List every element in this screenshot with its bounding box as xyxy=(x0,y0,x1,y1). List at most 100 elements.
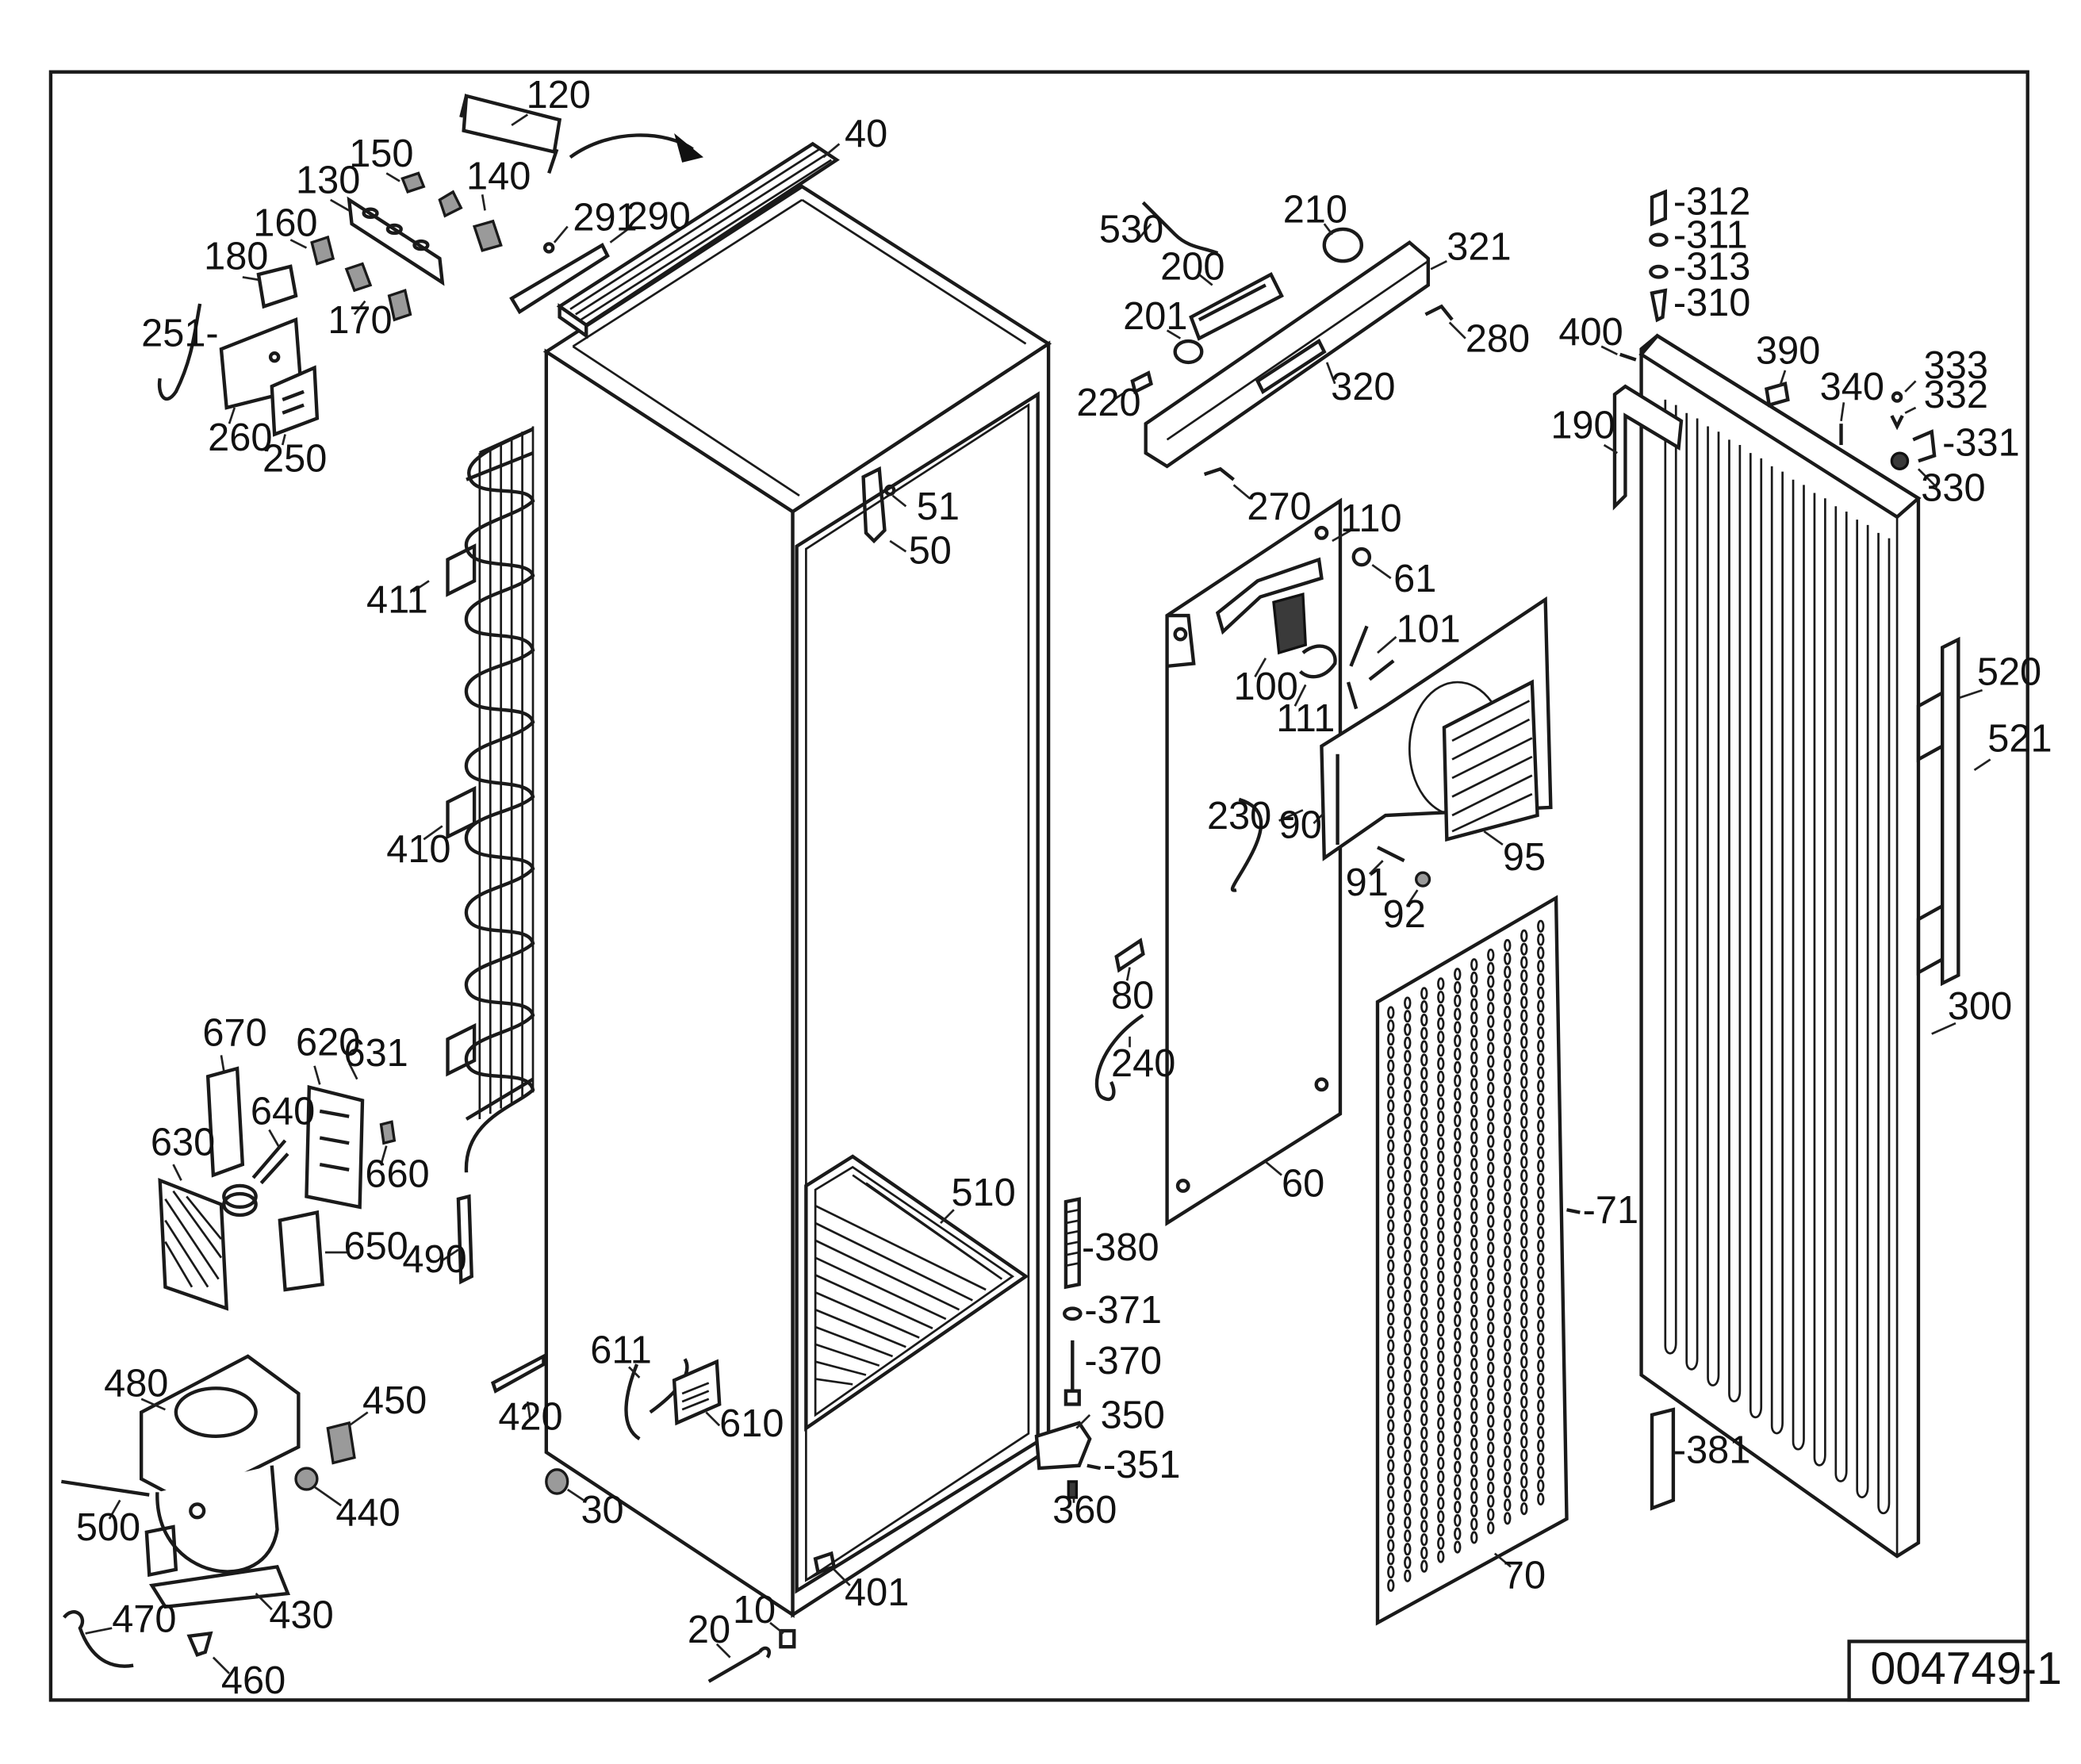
perforation-slot xyxy=(1504,1498,1512,1512)
perforation-slot xyxy=(1404,1369,1412,1382)
perforation-slot xyxy=(1387,1432,1395,1446)
perforation-slot xyxy=(1470,1104,1478,1118)
perforation-slot xyxy=(1387,1233,1395,1246)
label-313: -313 xyxy=(1673,246,1750,289)
perforation-slot xyxy=(1487,1055,1495,1068)
perforation-slot xyxy=(1487,1161,1495,1175)
perforation-slot xyxy=(1487,1241,1495,1255)
perforation-slot xyxy=(1404,1210,1412,1223)
perforation-slot xyxy=(1387,1259,1395,1272)
perforation-slot xyxy=(1454,1354,1462,1367)
perforation-slot xyxy=(1520,1115,1528,1129)
perforation-slot xyxy=(1454,1007,1462,1021)
label-400: 400 xyxy=(1558,311,1623,354)
perforation-slot xyxy=(1387,1445,1395,1459)
perforation-slot xyxy=(1454,994,1462,1007)
label-30: 30 xyxy=(581,1489,623,1532)
perforation-slot xyxy=(1470,1198,1478,1211)
label-411: 411 xyxy=(366,579,428,622)
perforation-slot xyxy=(1404,1569,1412,1582)
perforation-slot xyxy=(1404,1356,1412,1370)
perforation-slot xyxy=(1487,1441,1495,1455)
perforation-slot xyxy=(1454,1034,1462,1048)
perforation-slot xyxy=(1520,1475,1528,1489)
label-340: 340 xyxy=(1820,366,1884,408)
label-220: 220 xyxy=(1076,382,1140,424)
perforation-slot xyxy=(1454,1074,1462,1087)
perforation-slot xyxy=(1487,1481,1495,1495)
label-51: 51 xyxy=(917,485,960,528)
perforation-slot xyxy=(1537,986,1545,999)
perforation-slot xyxy=(1537,1199,1545,1213)
perforation-slot xyxy=(1387,1419,1395,1432)
perforation-slot xyxy=(1470,1490,1478,1505)
perforation-slot xyxy=(1537,1359,1545,1373)
perforation-slot xyxy=(1520,1489,1528,1502)
perforation-slot xyxy=(1387,1206,1395,1219)
perforation-slot xyxy=(1520,1395,1528,1409)
perforation-slot xyxy=(1537,1026,1545,1040)
perforation-slot xyxy=(1470,1411,1478,1425)
perforation-slot xyxy=(1470,1424,1478,1438)
perforation-slot xyxy=(1420,1293,1428,1306)
label-111: 111 xyxy=(1276,697,1335,740)
perforation-slot xyxy=(1537,999,1545,1013)
perforation-slot xyxy=(1420,1346,1428,1360)
perforation-slot xyxy=(1454,1313,1462,1328)
label-80: 80 xyxy=(1111,975,1154,1018)
perforation-slot xyxy=(1504,1072,1512,1085)
perforation-slot xyxy=(1504,1259,1512,1272)
label-521: 521 xyxy=(1987,717,2052,760)
label-311: -311 xyxy=(1673,213,1748,256)
perforation-slot xyxy=(1387,1059,1395,1072)
perforation-slot xyxy=(1470,1464,1478,1478)
perforation-slot xyxy=(1387,1512,1395,1525)
perforation-slot xyxy=(1537,1293,1545,1306)
perforation-slot xyxy=(1487,1521,1495,1535)
perforation-slot xyxy=(1470,1344,1478,1358)
label-100: 100 xyxy=(1234,665,1298,708)
panel-perforation xyxy=(1387,919,1545,1592)
perforation-slot xyxy=(1470,1504,1478,1517)
perforation-slot xyxy=(1387,1086,1395,1099)
perforation-slot xyxy=(1454,968,1462,981)
perforation-slot xyxy=(1454,1087,1462,1101)
label-190: 190 xyxy=(1550,405,1615,447)
perforation-slot xyxy=(1487,975,1495,988)
perforation-slot xyxy=(1404,1196,1412,1210)
perforation-slot xyxy=(1504,1152,1512,1165)
perforation-slot xyxy=(1387,1139,1395,1152)
perforation-slot xyxy=(1404,1516,1412,1529)
perforation-slot xyxy=(1420,1559,1428,1573)
perforation-slot xyxy=(1437,1270,1445,1283)
perforation-slot xyxy=(1487,1321,1495,1335)
label-251: 251- xyxy=(141,313,218,355)
perforation-slot xyxy=(1537,1252,1545,1266)
perforation-slot xyxy=(1437,1336,1445,1350)
door-rib xyxy=(1834,506,1848,1482)
perforation-slot xyxy=(1420,1000,1428,1014)
perforation-slot xyxy=(1387,1152,1395,1166)
perforation-slot xyxy=(1504,1365,1512,1379)
perforation-slot xyxy=(1454,1474,1462,1487)
door-rib xyxy=(1813,493,1826,1467)
perforation-slot xyxy=(1420,1067,1428,1080)
perforation-slot xyxy=(1537,1386,1545,1399)
perforation-slot xyxy=(1520,1036,1528,1049)
perforation-slot xyxy=(1487,1228,1495,1241)
label-300: 300 xyxy=(1948,985,2012,1028)
perforation-slot xyxy=(1420,1079,1428,1094)
perforation-slot xyxy=(1470,1291,1478,1305)
perforation-slot xyxy=(1454,1234,1462,1248)
label-370: -370 xyxy=(1084,1340,1161,1382)
perforation-slot xyxy=(1504,992,1512,1006)
perforation-slot xyxy=(1437,1470,1445,1483)
door-rib xyxy=(1664,399,1677,1355)
perforation-slot xyxy=(1437,1203,1445,1217)
perforation-slot xyxy=(1487,1255,1495,1268)
perforation-slot xyxy=(1420,1200,1428,1214)
perforation-slot xyxy=(1387,1552,1395,1566)
perforation-slot xyxy=(1504,1059,1512,1072)
label-380: -380 xyxy=(1082,1226,1159,1269)
perforation-slot xyxy=(1487,1122,1495,1135)
